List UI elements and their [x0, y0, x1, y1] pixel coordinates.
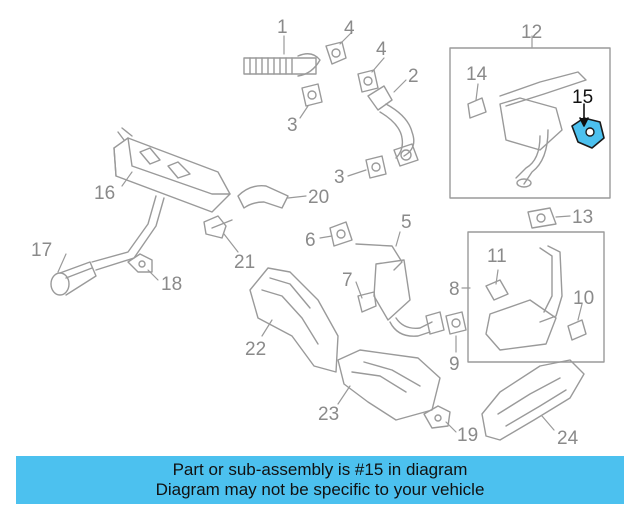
callout-20: 20: [308, 187, 329, 208]
part-20-pipe: [237, 185, 289, 209]
callout-labels: 1 2 3 3 4 4 5 6 7 8 9 10 11 12 13 14 15 …: [31, 17, 594, 449]
callout-24: 24: [557, 428, 579, 449]
part-24-heat-shield: [481, 359, 585, 441]
callout-2: 2: [408, 66, 419, 87]
part-23-heat-shield: [337, 349, 441, 421]
callout-22: 22: [245, 339, 266, 360]
callout-4-lower: 4: [376, 39, 387, 60]
part-6-gasket: [329, 221, 353, 247]
callout-13: 13: [572, 207, 593, 228]
leader-lines: [57, 31, 583, 433]
part-1-flex-pipe: [243, 53, 321, 77]
callout-18: 18: [161, 274, 182, 295]
banner-line-1: Part or sub-assembly is #15 in diagram: [172, 460, 468, 479]
part-9-gasket: [445, 311, 467, 335]
callout-10: 10: [573, 288, 594, 309]
callout-11: 11: [487, 246, 507, 267]
callout-5: 5: [401, 212, 412, 233]
callout-15-highlighted: 15: [572, 87, 593, 108]
part-16-muffler: [113, 127, 231, 213]
part-4-gasket-lower: [357, 69, 379, 93]
part-21-hanger: [203, 215, 233, 239]
part-4-gasket-upper: [325, 41, 347, 65]
part-8-assembly-box: [467, 231, 605, 363]
part-12-assembly-box: [449, 47, 611, 199]
callout-14: 14: [466, 64, 488, 85]
part-15-leader-arrow: [579, 103, 589, 127]
resonator-pipe: [91, 195, 165, 271]
callout-7: 7: [342, 270, 353, 291]
part-22-heat-shield: [249, 267, 339, 373]
callout-1: 1: [277, 17, 288, 38]
part-15-highlighted: [571, 117, 605, 149]
callout-6: 6: [305, 230, 316, 251]
part-7-bracket: [357, 291, 377, 313]
callout-19: 19: [457, 425, 478, 446]
info-banner: Part or sub-assembly is #15 in diagram D…: [16, 456, 624, 504]
callout-4-upper: 4: [344, 18, 355, 39]
callout-21: 21: [234, 252, 255, 273]
part-2-front-pipe: [367, 85, 419, 167]
callout-16: 16: [94, 183, 115, 204]
part-3-gasket-upper: [301, 83, 323, 107]
callout-8: 8: [449, 279, 460, 300]
callout-23: 23: [318, 404, 339, 425]
part-13-gasket: [527, 207, 557, 229]
callout-17: 17: [31, 240, 52, 261]
callout-3-upper: 3: [287, 115, 298, 136]
part-5-catalytic-converter: [355, 243, 445, 337]
part-19-hanger: [423, 405, 451, 429]
part-18-hanger: [127, 253, 153, 273]
banner-line-2: Diagram may not be specific to your vehi…: [155, 480, 485, 499]
part-17-exhaust-tip: [50, 261, 97, 296]
callout-9: 9: [449, 354, 460, 375]
callout-12: 12: [521, 22, 542, 43]
callout-3-lower: 3: [334, 167, 345, 188]
part-3-gasket-lower: [365, 155, 387, 179]
exhaust-parts-diagram: 1 2 3 3 4 4 5 6 7 8 9 10 11 12 13 14 15 …: [31, 17, 611, 449]
